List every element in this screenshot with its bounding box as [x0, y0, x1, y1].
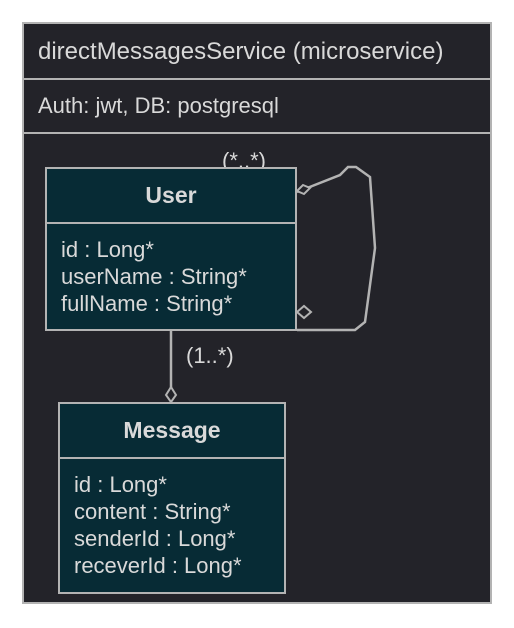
- user-attributes: id : Long* userName : String* fullName :…: [47, 224, 295, 317]
- message-entity-name: Message: [60, 404, 284, 459]
- message-attr-senderid: senderId : Long*: [74, 526, 236, 551]
- microservice-title: directMessagesService (microservice): [24, 24, 490, 80]
- message-attributes: id : Long* content : String* senderId : …: [60, 459, 284, 579]
- user-entity[interactable]: User id : Long* userName : String* fullN…: [45, 167, 297, 331]
- user-self-target-diamond: [295, 304, 313, 320]
- user-entity-name: User: [47, 169, 295, 224]
- message-attr-content: content : String*: [74, 499, 231, 524]
- message-entity[interactable]: Message id : Long* content : String* sen…: [58, 402, 286, 594]
- message-attr-id: id : Long*: [74, 472, 167, 497]
- message-attr-receverid: receverId : Long*: [74, 553, 242, 578]
- user-self-source-diamond: [295, 183, 312, 196]
- user-message-multiplicity: (1..*): [186, 343, 234, 368]
- microservice-config: Auth: jwt, DB: postgresql: [24, 80, 490, 134]
- user-attr-id: id : Long*: [61, 237, 154, 262]
- user-attr-username: userName : String*: [61, 264, 247, 289]
- user-message-diamond: [164, 385, 178, 404]
- user-attr-fullname: fullName : String*: [61, 291, 233, 316]
- user-self-edge: [296, 165, 377, 332]
